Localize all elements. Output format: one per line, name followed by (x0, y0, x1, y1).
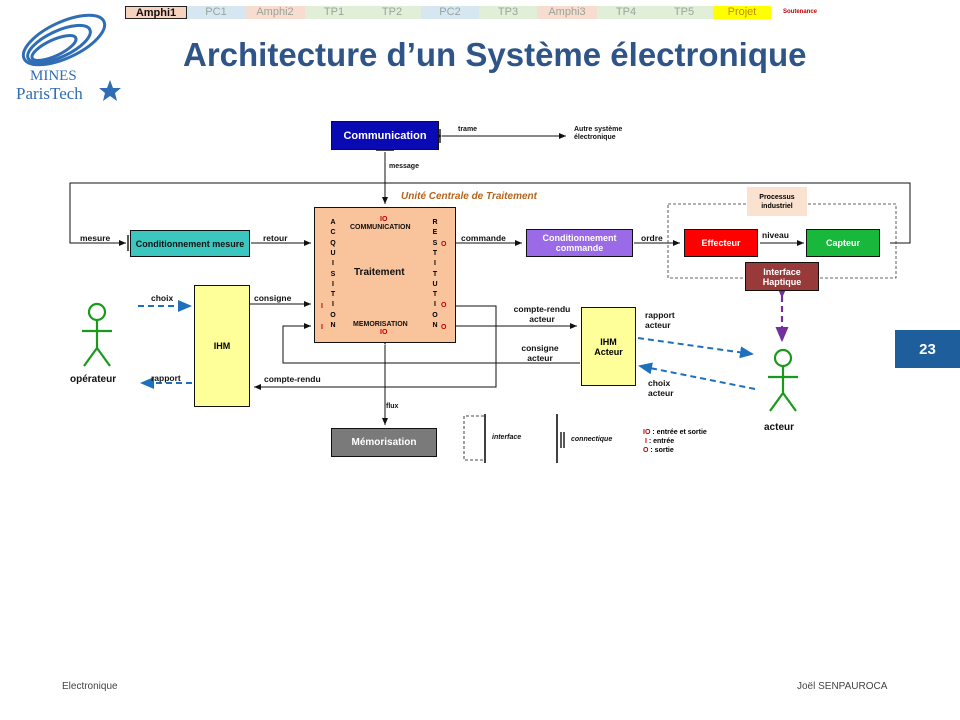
effecteur-box: Effecteur (684, 229, 758, 257)
nav-tab-amphi2[interactable]: Amphi2 (245, 6, 305, 19)
io-top-label: IO (380, 216, 388, 223)
ihm-acteur-box: IHM Acteur (581, 307, 636, 386)
logo-emblem-icon (21, 13, 121, 101)
rest-letter: S (432, 239, 438, 247)
io-bottom-label: IO (380, 329, 388, 336)
ordre-label: ordre (641, 233, 663, 243)
memorisation-inner-label: MEMORISATION (353, 321, 408, 328)
acq-letter: S (330, 270, 336, 278)
page-title: Architecture d’un Système électronique (183, 36, 807, 73)
acq-letter: I (332, 301, 334, 309)
acq-letter: U (330, 249, 336, 257)
flux-label: flux (386, 403, 399, 410)
choix-acteur-label: choix acteur (648, 378, 674, 398)
footer-left: Electronique (62, 681, 118, 692)
logo-line1: MINES (30, 68, 77, 84)
legend-interface: interface (492, 434, 522, 441)
rest-letter: I (434, 260, 436, 268)
uct-port-i1: I (321, 303, 323, 310)
rest-letter: E (432, 229, 438, 237)
autre-systeme-label: Autre système électronique (574, 126, 622, 142)
ihm-box: IHM (194, 285, 250, 407)
mines-paristech-logo: MINES ParisTech (4, 10, 124, 105)
memorisation-box: Mémorisation (331, 428, 437, 457)
autre-line1: Autre système (574, 126, 623, 133)
cond-commande-box: Conditionnement commande (526, 229, 633, 257)
autre-line2: électronique (574, 134, 616, 141)
communication-box: Communication (331, 121, 439, 150)
rest-letter: T (432, 291, 438, 299)
rest-letter: O (432, 311, 438, 319)
compte-rendu-acteur-label: compte-rendu acteur (513, 304, 571, 324)
acq-letter: N (330, 322, 336, 329)
acteur-label: acteur (764, 422, 795, 433)
cond-mesure-box: Conditionnement mesure (130, 230, 250, 257)
rest-letter: I (434, 301, 436, 309)
commande-label: commande (461, 233, 506, 243)
interface-haptique-box: Interface Haptique (745, 262, 819, 291)
rest-letter: N (432, 322, 438, 329)
acq-letter: C (330, 229, 336, 237)
nav-tab-pc2[interactable]: PC2 (421, 6, 479, 19)
traitement-label: Traitement (354, 267, 405, 278)
uct-box (314, 207, 456, 343)
uct-port-o1: O (441, 241, 447, 248)
rapport-label: rapport (151, 373, 181, 383)
nav-tab-tp3[interactable]: TP3 (479, 6, 537, 19)
legend-connectique: connectique (571, 436, 613, 443)
operateur-label: opérateur (70, 374, 117, 385)
uct-port-i2: I (321, 324, 323, 331)
rest-letter: U (432, 280, 438, 288)
capteur-box: Capteur (806, 229, 880, 257)
acq-letter: T (330, 291, 336, 299)
rapport-acteur-label: rapport acteur (645, 310, 675, 330)
message-label: message (389, 163, 419, 170)
compte-rendu-label: compte-rendu (264, 374, 321, 384)
nav-tab-soutenance[interactable]: Soutenance (771, 6, 829, 19)
operateur-figure-icon (82, 302, 112, 367)
rest-letter: T (432, 270, 438, 278)
acq-letter: I (332, 280, 334, 288)
acq-letter: A (330, 219, 336, 226)
retour-label: retour (263, 233, 288, 243)
uct-label: Unité Centrale de Traitement (401, 191, 537, 202)
nav-tab-amphi1[interactable]: Amphi1 (125, 6, 187, 19)
nav-tab-tp4[interactable]: TP4 (597, 6, 655, 19)
rest-letter: T (432, 249, 438, 257)
rest-letter: R (432, 219, 438, 226)
nav-tab-pc1[interactable]: PC1 (187, 6, 245, 19)
comm-inner-label: COMMUNICATION (350, 224, 411, 231)
page-number-badge: 23 (895, 330, 960, 368)
choix-label: choix (151, 293, 174, 303)
logo-line2: ParisTech (16, 84, 83, 103)
nav-tab-amphi3[interactable]: Amphi3 (537, 6, 597, 19)
consigne-acteur-label: consigne acteur (521, 343, 559, 363)
mesure-label: mesure (80, 233, 111, 243)
nav-tab-tp1[interactable]: TP1 (305, 6, 363, 19)
legend-io-key: IO : entrée et sortie I : entrée O : sor… (643, 429, 707, 454)
footer-right: Joël SENPAUROCA (797, 681, 888, 692)
acq-letter: Q (330, 239, 336, 247)
trame-label: trame (458, 126, 478, 133)
nav-tab-projet[interactable]: Projet (713, 6, 771, 19)
niveau-label: niveau (762, 230, 789, 240)
processus-box: Processus industriel (747, 187, 807, 216)
acq-letter: I (332, 260, 334, 268)
acteur-figure-icon (768, 348, 798, 412)
consigne-label: consigne (254, 293, 292, 303)
uct-port-o2: O (441, 302, 447, 309)
nav-tab-tp5[interactable]: TP5 (655, 6, 713, 19)
nav-tab-tp2[interactable]: TP2 (363, 6, 421, 19)
uct-port-o3: O (441, 324, 447, 331)
acq-letter: O (330, 311, 336, 319)
